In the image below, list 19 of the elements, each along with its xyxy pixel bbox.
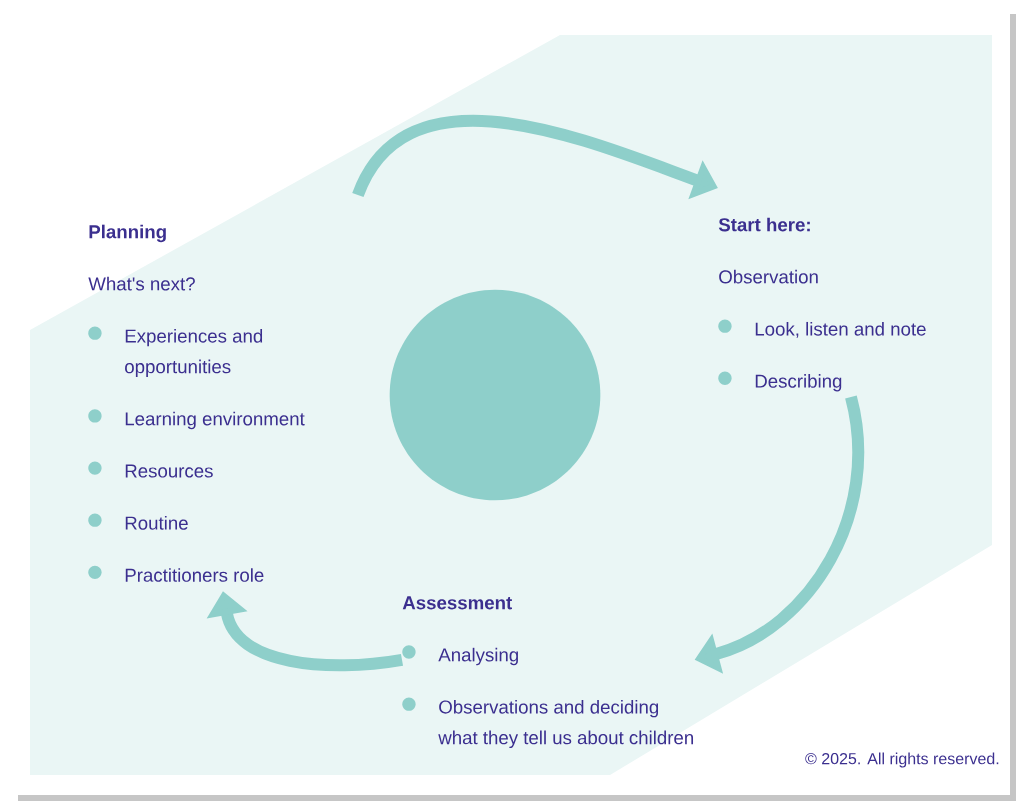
text-group: Planning What's next? Experiences and opportunities Learning environment Resources Routine Practitioners role	[88, 224, 305, 582]
node-label: Practitioners role	[125, 568, 264, 582]
node-label: Resources	[125, 464, 213, 478]
node-label: Observations and deciding what they tell us about children	[438, 699, 694, 749]
circle-shape	[389, 289, 601, 501]
node-label: Experiences and opportunities	[125, 328, 263, 378]
text-group: Assessment Analysing Observations and deciding what they tell us about children	[402, 596, 693, 748]
node-label: Analysing	[438, 647, 518, 666]
node-label: Describing	[755, 374, 842, 392]
node-label: Learning environment	[125, 411, 305, 430]
node-label: Look, listen and note	[755, 321, 926, 338]
node-label: Start here:	[718, 217, 810, 232]
copyright-note: © 2025. All rights reserved.	[805, 752, 999, 768]
node-label: Assessment	[402, 596, 512, 610]
text-group: Start here: Observation Look, listen and note Describing	[718, 217, 926, 392]
node-label: Planning	[89, 224, 166, 243]
node-label: Observation	[719, 269, 818, 284]
node-label: Routine	[125, 516, 188, 530]
node-label: What's next?	[88, 276, 195, 291]
